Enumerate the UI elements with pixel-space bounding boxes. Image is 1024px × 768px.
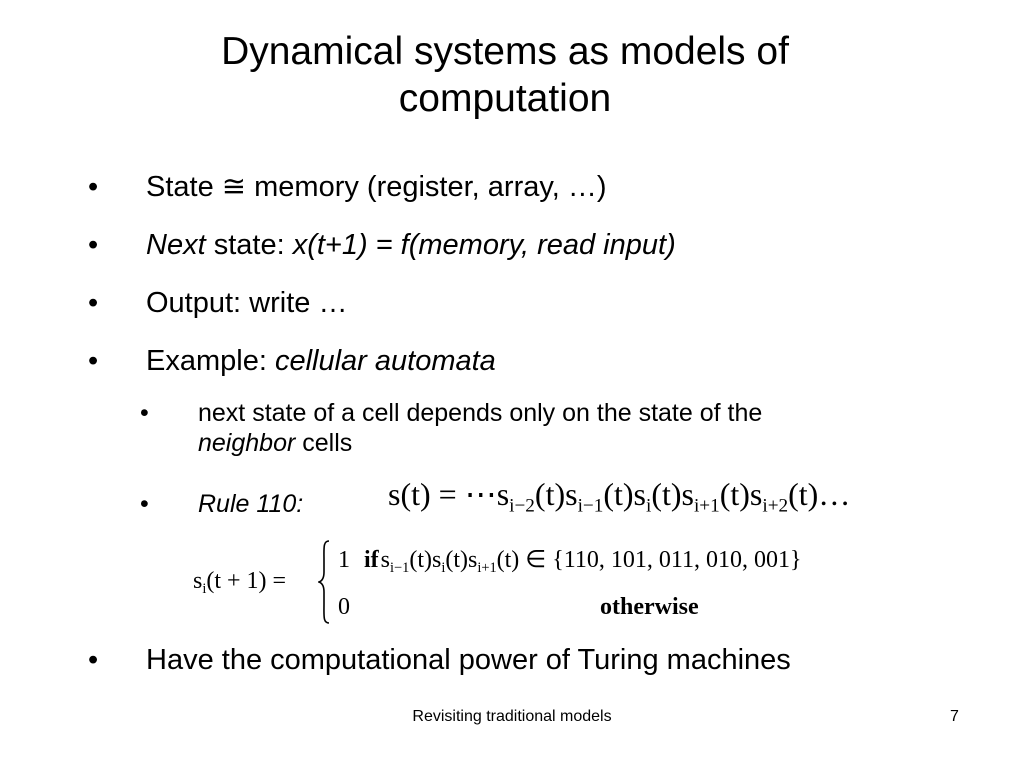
case1-sub-3: i+1 [477,560,497,577]
eq1-lhs: s(t) = ⋯s [388,476,510,512]
eq1-sub-2: i−1 [577,495,604,517]
case1-if-keyword: if [364,547,379,573]
rule110-label: Rule 110: [198,490,304,518]
eq1-after-4: (t)s [719,476,763,512]
eq1-after-5: (t)… [788,476,851,512]
neighbor-line-2: cells [295,429,353,457]
bullet-text: Output: write … [146,287,348,319]
bullet-marker: • [88,644,99,676]
next-state-formula: x(t+1) = f(memory, read input) [292,229,676,261]
next-italic: Next [146,229,206,261]
eq1-after-2: (t)s [603,476,646,512]
case1-s: s [380,547,391,573]
bullet-text: State ≅ memory (register, array, …) [146,171,607,203]
case1-sub-2: i [441,560,446,577]
page-number: 7 [950,708,959,725]
bullet-text: Next state: x(t+1) = f(memory, read inpu… [146,228,676,262]
eq2-lhs-s: s [193,568,203,594]
sub-bullet-text: next state of a cell depends only on the… [198,398,998,458]
equation-rule110-lhs: si(t + 1) = [193,566,286,596]
bullet-marker: • [88,229,99,261]
bullet-marker: • [88,171,99,203]
cellular-automata-italic: cellular automata [274,345,496,377]
eq2-lhs-sub: i [202,581,207,598]
eq1-after-1: (t)s [534,476,578,512]
bullet-marker: • [88,287,99,319]
eq1-sub-1: i−2 [509,495,535,517]
equation-state-sequence: s(t) = ⋯si−2(t)si−1(t)si(t)si+1(t)si+2(t… [388,474,851,517]
neighbor-line-1: next state of a cell depends only on the… [198,399,763,427]
eq1-sub-5: i+2 [762,495,789,517]
eq1-sub-3: i [645,495,652,517]
bullet-text: Example: cellular automata [146,344,496,378]
case1-sub-1: i−1 [390,560,410,577]
case-two-otherwise: otherwise [600,594,699,620]
bullet-marker: • [88,345,99,377]
sub-bullet-marker: • [140,490,149,518]
example-label: Example: [146,345,275,377]
case1-rest: (t) ∈ {110, 101, 011, 010, 001} [496,547,802,573]
slide-title: Dynamical systems as models of computati… [0,28,1010,122]
eq2-lhs-rest: (t + 1) = [206,568,287,594]
eq1-after-3: (t)s [651,476,694,512]
title-line-1: Dynamical systems as models of [221,30,789,73]
neighbor-italic: neighbor [198,429,296,457]
bullet-text: Have the computational power of Turing m… [146,644,791,676]
cases-brace [318,540,330,624]
title-line-2: computation [398,77,612,120]
case1-mid-1: (t)s [409,547,442,573]
state-label: state: [205,229,293,261]
footer-title: Revisiting traditional models [412,708,612,725]
sub-bullet-marker: • [140,399,149,427]
eq1-sub-4: i+1 [693,495,720,517]
case1-mid-2: (t)s [445,547,478,573]
case-two-value: 0 [338,594,350,620]
case1-value: 1 [338,547,350,573]
